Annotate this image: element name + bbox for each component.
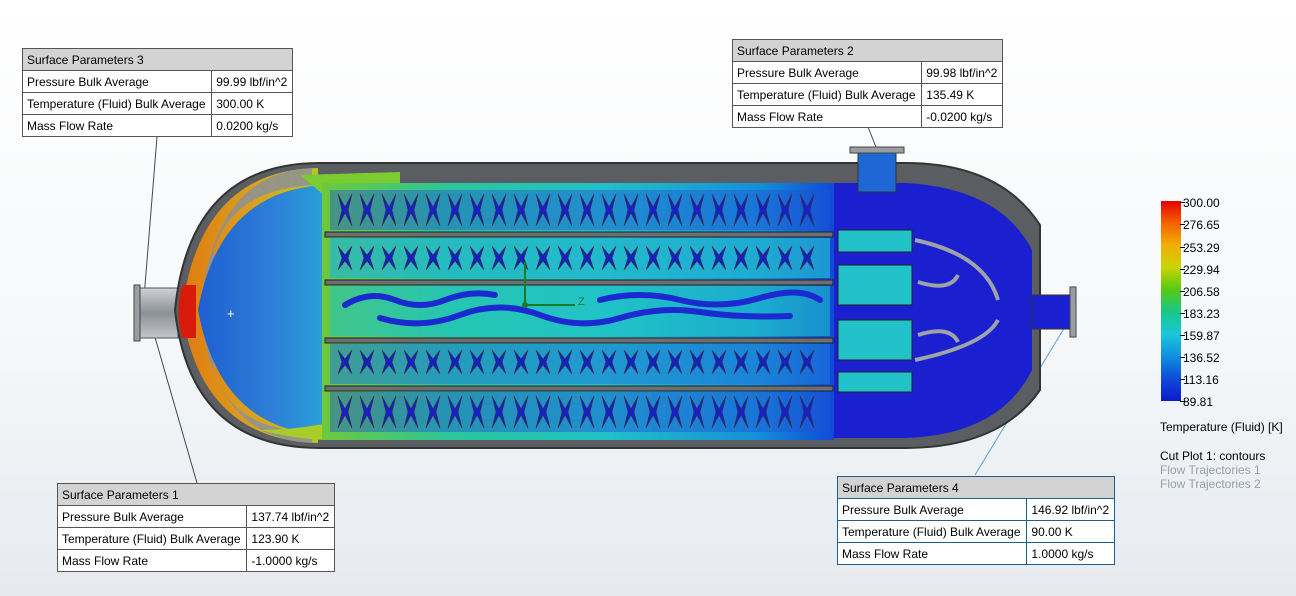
row-value: 99.98 lbf/in^2 xyxy=(921,61,1003,84)
left-nozzle-flange xyxy=(133,284,141,342)
right-nozzle xyxy=(1031,294,1075,330)
row-label: Temperature (Fluid) Bulk Average xyxy=(21,92,213,115)
channel-row-3 xyxy=(330,286,830,336)
surface-params-3-title: Surface Parameters 3 xyxy=(22,48,293,71)
row-value: 99.99 lbf/in^2 xyxy=(211,70,293,93)
row-label: Pressure Bulk Average xyxy=(56,505,248,528)
legend-tick: 183.23 xyxy=(1180,307,1220,321)
channel-row-2 xyxy=(330,238,830,278)
axis-z-label: Z xyxy=(578,296,585,308)
surface-params-1-table[interactable]: Surface Parameters 1 Pressure Bulk Avera… xyxy=(56,483,335,572)
cut-plot-label[interactable]: Cut Plot 1: contours xyxy=(1160,449,1266,463)
row-value: 1.0000 kg/s xyxy=(1026,542,1115,565)
row-label: Pressure Bulk Average xyxy=(731,61,923,84)
surface-params-2-title: Surface Parameters 2 xyxy=(732,39,1003,62)
row-label: Mass Flow Rate xyxy=(731,105,923,128)
surface-params-4-title: Surface Parameters 4 xyxy=(837,476,1115,499)
legend-tick: 113.16 xyxy=(1180,373,1219,387)
row-value: -0.0200 kg/s xyxy=(921,105,1003,128)
axis-triad xyxy=(522,262,575,308)
separator-plates xyxy=(324,231,834,392)
surface-params-1-title: Surface Parameters 1 xyxy=(57,483,335,506)
legend-tick: 276.65 xyxy=(1180,218,1220,232)
row-label: Mass Flow Rate xyxy=(836,542,1028,565)
row-label: Temperature (Fluid) Bulk Average xyxy=(731,83,923,106)
leader-line-sp3 xyxy=(142,136,158,311)
row-value: 135.49 K xyxy=(921,83,1003,106)
row-label: Pressure Bulk Average xyxy=(836,498,1028,521)
leader-line-sp1 xyxy=(149,319,198,484)
row-value: 90.00 K xyxy=(1026,520,1115,543)
right-plenum xyxy=(834,183,1032,438)
plot-list: Cut Plot 1: contours Flow Trajectories 1… xyxy=(1160,449,1265,491)
row-value: 137.74 lbf/in^2 xyxy=(246,505,335,528)
row-value: 123.90 K xyxy=(246,527,335,550)
row-label: Pressure Bulk Average xyxy=(21,70,213,93)
row-value: 300.00 K xyxy=(211,92,293,115)
legend-tick: 206.58 xyxy=(1180,285,1220,299)
top-nozzle xyxy=(857,149,897,193)
legend-tick: 159.87 xyxy=(1180,329,1220,343)
right-nozzle-flange xyxy=(1069,286,1077,338)
surface-params-3-table[interactable]: Surface Parameters 3 Pressure Bulk Avera… xyxy=(21,48,293,137)
flow-trajectories-1-label[interactable]: Flow Trajectories 1 xyxy=(1160,463,1261,477)
row-value: 0.0200 kg/s xyxy=(211,114,293,137)
right-header-blocks xyxy=(837,229,913,393)
legend-color-bar xyxy=(1161,201,1181,401)
row-label: Temperature (Fluid) Bulk Average xyxy=(836,520,1028,543)
legend-tick: 89.81 xyxy=(1179,395,1214,409)
left-nozzle xyxy=(135,287,179,339)
legend-tick: 229.94 xyxy=(1180,263,1220,277)
table-row: Mass Flow Rate-1.0000 kg/s xyxy=(56,549,335,572)
row-label: Mass Flow Rate xyxy=(56,549,248,572)
row-value: -1.0000 kg/s xyxy=(246,549,335,572)
fin-pattern xyxy=(337,193,823,429)
legend-tick: 253.29 xyxy=(1180,241,1220,255)
right-flow-guides xyxy=(914,238,1000,362)
legend-tick: 300.00 xyxy=(1180,196,1220,210)
table-row: Mass Flow Rate-0.0200 kg/s xyxy=(731,105,1003,128)
plus-marker: + xyxy=(227,306,235,321)
flow-trajectories-2-label[interactable]: Flow Trajectories 2 xyxy=(1160,477,1261,491)
surface-params-2-table[interactable]: Surface Parameters 2 Pressure Bulk Avera… xyxy=(731,39,1003,128)
legend-title: Temperature (Fluid) [K] xyxy=(1160,420,1283,434)
top-nozzle-flange xyxy=(849,146,905,154)
row-label: Mass Flow Rate xyxy=(21,114,213,137)
legend-tick: 136.52 xyxy=(1180,351,1220,365)
left-head-hot-spot xyxy=(178,285,196,338)
left-plenum xyxy=(198,185,325,435)
row-value: 146.92 lbf/in^2 xyxy=(1026,498,1115,521)
surface-params-4-table[interactable]: Surface Parameters 4 Pressure Bulk Avera… xyxy=(836,476,1115,565)
row-label: Temperature (Fluid) Bulk Average xyxy=(56,527,248,550)
